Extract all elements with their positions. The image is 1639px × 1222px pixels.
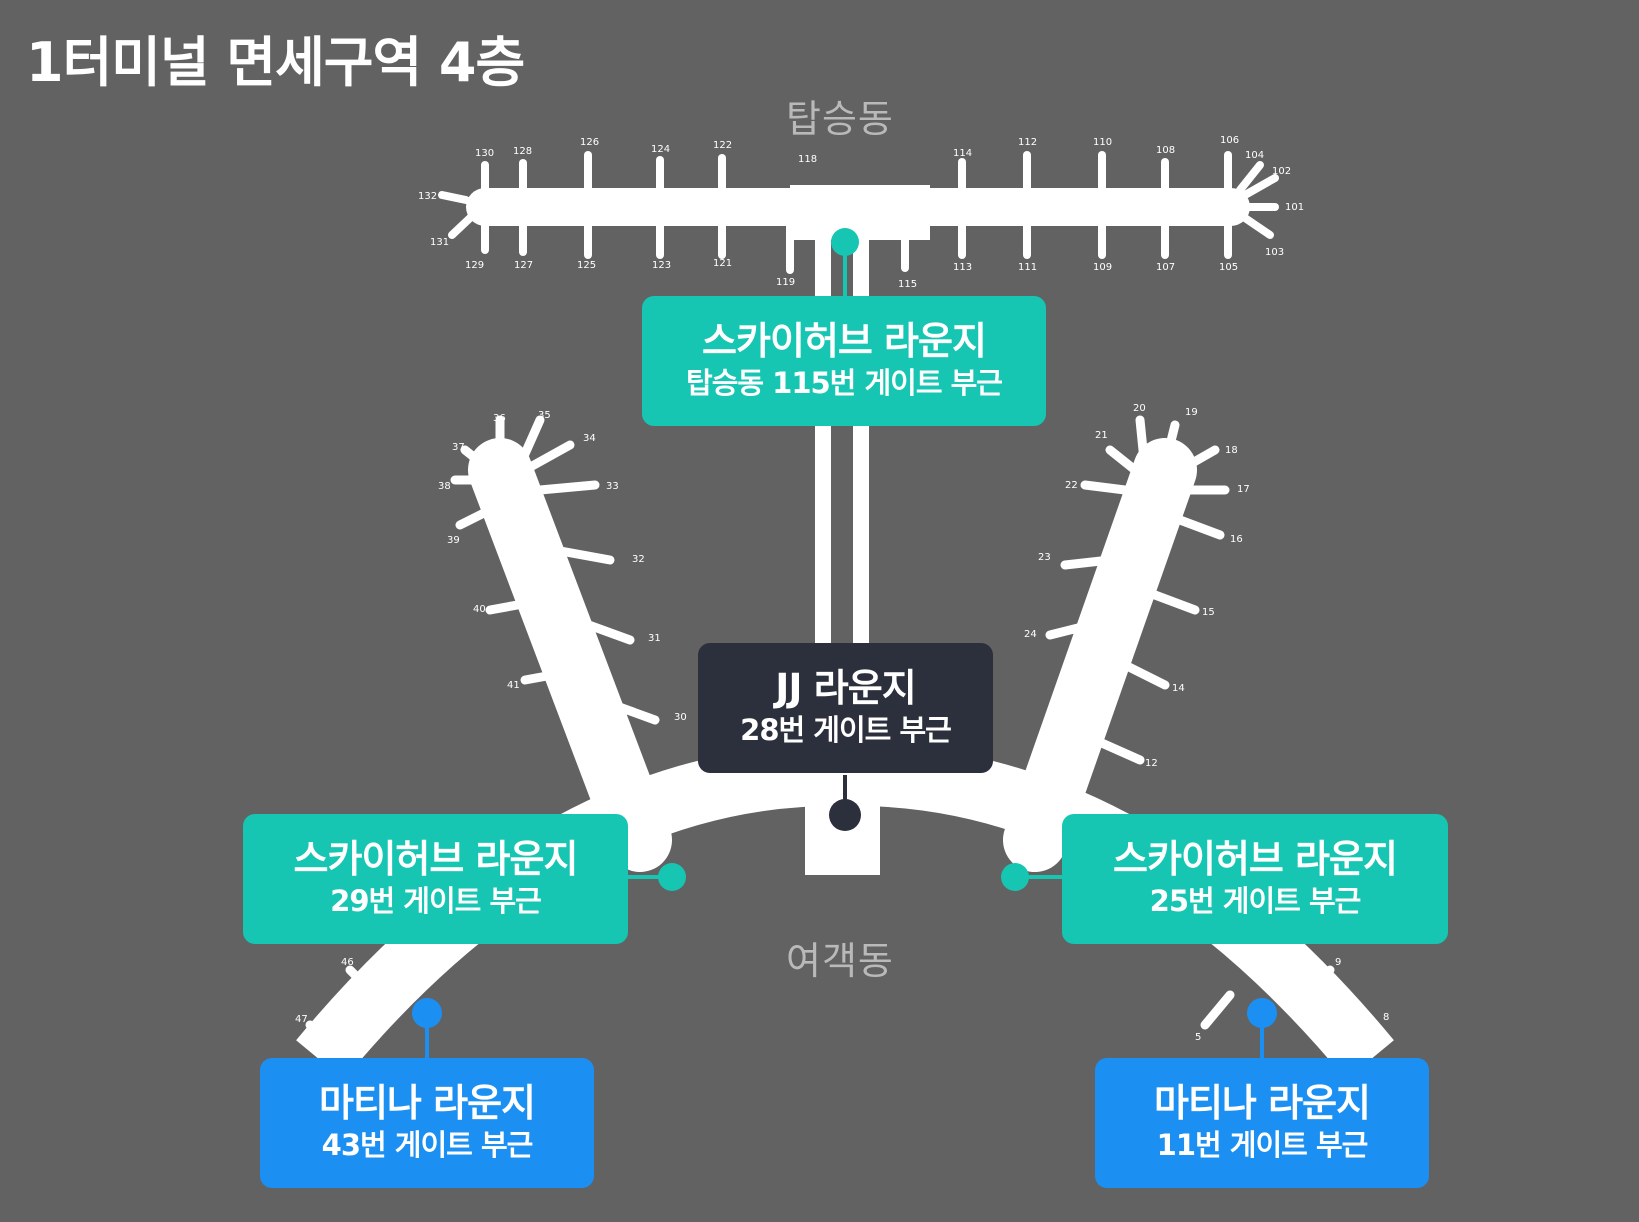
gate-label: 24 (1024, 629, 1037, 640)
lounge-card-matina-11[interactable]: 마티나 라운지 11번 게이트 부근 (1095, 1058, 1429, 1188)
gate-label: 119 (776, 277, 795, 288)
gate-label: 17 (1237, 484, 1250, 495)
gate-numbers-left-wing: 36 35 34 37 38 33 39 32 40 31 41 30 29 (438, 410, 710, 802)
lounge-name: JJ 라운지 (775, 666, 916, 711)
gate-label: 16 (1230, 534, 1243, 545)
lounge-marker-skyhub-115[interactable] (831, 228, 859, 256)
gate-label: 14 (1172, 683, 1185, 694)
gate-label: 128 (513, 146, 532, 157)
gate-label: 8 (1383, 1012, 1389, 1023)
gate-label: 130 (475, 148, 494, 159)
gate-label: 127 (514, 260, 533, 271)
gate-label: 9 (1335, 957, 1341, 968)
lounge-location: 11번 게이트 부근 (1156, 1127, 1369, 1162)
gate-label: 122 (713, 140, 732, 151)
zone-label-main: 여객동 (786, 939, 894, 983)
gate-label: 124 (651, 144, 670, 155)
right-wing (1003, 438, 1197, 872)
gate-label: 31 (648, 633, 661, 644)
gate-label: 105 (1219, 262, 1238, 273)
gate-label: 38 (438, 481, 451, 492)
lounge-name: 스카이허브 라운지 (293, 837, 579, 882)
main-terminal-piers (305, 965, 1370, 1055)
gate-label: 12 (1145, 758, 1158, 769)
lounge-name: 스카이허브 라운지 (1113, 837, 1398, 882)
lounge-location: 탑승동 115번 게이트 부근 (686, 365, 1003, 400)
lounge-name: 마티나 라운지 (319, 1081, 536, 1126)
gate-label: 126 (580, 137, 599, 148)
left-wing (468, 438, 672, 872)
gate-label: 37 (452, 442, 465, 453)
gate-label: 125 (577, 260, 596, 271)
lounge-name: 마티나 라운지 (1154, 1081, 1371, 1126)
gate-label: 25 (975, 791, 988, 802)
lounge-card-skyhub-29[interactable]: 스카이허브 라운지 29번 게이트 부근 (243, 814, 628, 944)
gate-label: 108 (1156, 145, 1175, 156)
gate-label: 109 (1093, 262, 1112, 273)
gate-label: 29 (697, 791, 710, 802)
lounge-card-jj-28[interactable]: JJ 라운지 28번 게이트 부근 (698, 643, 993, 773)
gate-label: 35 (538, 410, 551, 421)
gate-label: 5 (1195, 1032, 1201, 1043)
lounge-location: 25번 게이트 부근 (1149, 883, 1362, 918)
lounge-name: 스카이허브 라운지 (702, 319, 987, 364)
gate-numbers-concourse: 130 128 126 124 122 118 114 112 110 108 … (418, 135, 1304, 290)
gate-label: 23 (1038, 552, 1051, 563)
gate-numbers-right-wing: 20 19 21 18 22 17 16 23 15 24 14 12 25 (975, 403, 1250, 802)
gate-label: 30 (674, 712, 687, 723)
right-wing-piers (960, 415, 1230, 805)
lounge-card-skyhub-25[interactable]: 스카이허브 라운지 25번 게이트 부근 (1062, 814, 1448, 944)
gate-label: 114 (953, 148, 972, 159)
lounge-marker-skyhub-25[interactable] (1001, 863, 1029, 891)
lounge-marker-skyhub-29[interactable] (658, 863, 686, 891)
gate-label: 40 (473, 604, 486, 615)
gate-label: 132 (418, 191, 437, 202)
gate-label: 33 (606, 481, 619, 492)
gate-label: 39 (447, 535, 460, 546)
zone-label-concourse: 탑승동 (786, 97, 894, 141)
lounge-location: 28번 게이트 부근 (740, 712, 952, 747)
lounge-marker-matina-11[interactable] (1247, 998, 1277, 1028)
gate-label: 104 (1245, 150, 1264, 161)
gate-label: 41 (507, 680, 520, 691)
lounge-location: 29번 게이트 부근 (330, 883, 542, 918)
lounge-location: 43번 게이트 부근 (321, 1127, 534, 1162)
gate-label: 46 (341, 957, 354, 968)
gate-label: 129 (465, 260, 484, 271)
gate-label: 18 (1225, 445, 1238, 456)
gate-label: 131 (430, 237, 449, 248)
gate-label: 107 (1156, 262, 1175, 273)
left-wing-piers (450, 415, 695, 805)
gate-label: 121 (713, 258, 732, 269)
gate-label: 102 (1272, 166, 1291, 177)
gate-label: 123 (652, 260, 671, 271)
lounge-marker-matina-43[interactable] (412, 998, 442, 1028)
gate-label: 111 (1018, 262, 1037, 273)
gate-label: 47 (295, 1014, 308, 1025)
gate-label: 110 (1093, 137, 1112, 148)
gate-label: 21 (1095, 430, 1108, 441)
gate-label: 32 (632, 554, 645, 565)
gate-label: 15 (1202, 607, 1215, 618)
gate-label: 101 (1285, 202, 1304, 213)
gate-label: 103 (1265, 247, 1284, 258)
gate-label: 22 (1065, 480, 1078, 491)
lounge-card-matina-43[interactable]: 마티나 라운지 43번 게이트 부근 (260, 1058, 594, 1188)
gate-label: 118 (798, 154, 817, 165)
concourse-piers (438, 151, 1279, 274)
gate-label: 113 (953, 262, 972, 273)
gate-label: 20 (1133, 403, 1146, 414)
gate-label: 115 (898, 279, 917, 290)
gate-label: 106 (1220, 135, 1239, 146)
page-title: 1터미널 면세구역 4층 (26, 31, 525, 94)
lounge-marker-jj-28[interactable] (829, 799, 861, 831)
gate-numbers-main: 46 47 9 8 5 (295, 957, 1389, 1043)
gate-label: 112 (1018, 137, 1037, 148)
gate-label: 34 (583, 433, 596, 444)
gate-label: 19 (1185, 407, 1198, 418)
lounge-card-skyhub-115[interactable]: 스카이허브 라운지 탑승동 115번 게이트 부근 (642, 296, 1046, 426)
gate-label: 36 (493, 413, 506, 424)
